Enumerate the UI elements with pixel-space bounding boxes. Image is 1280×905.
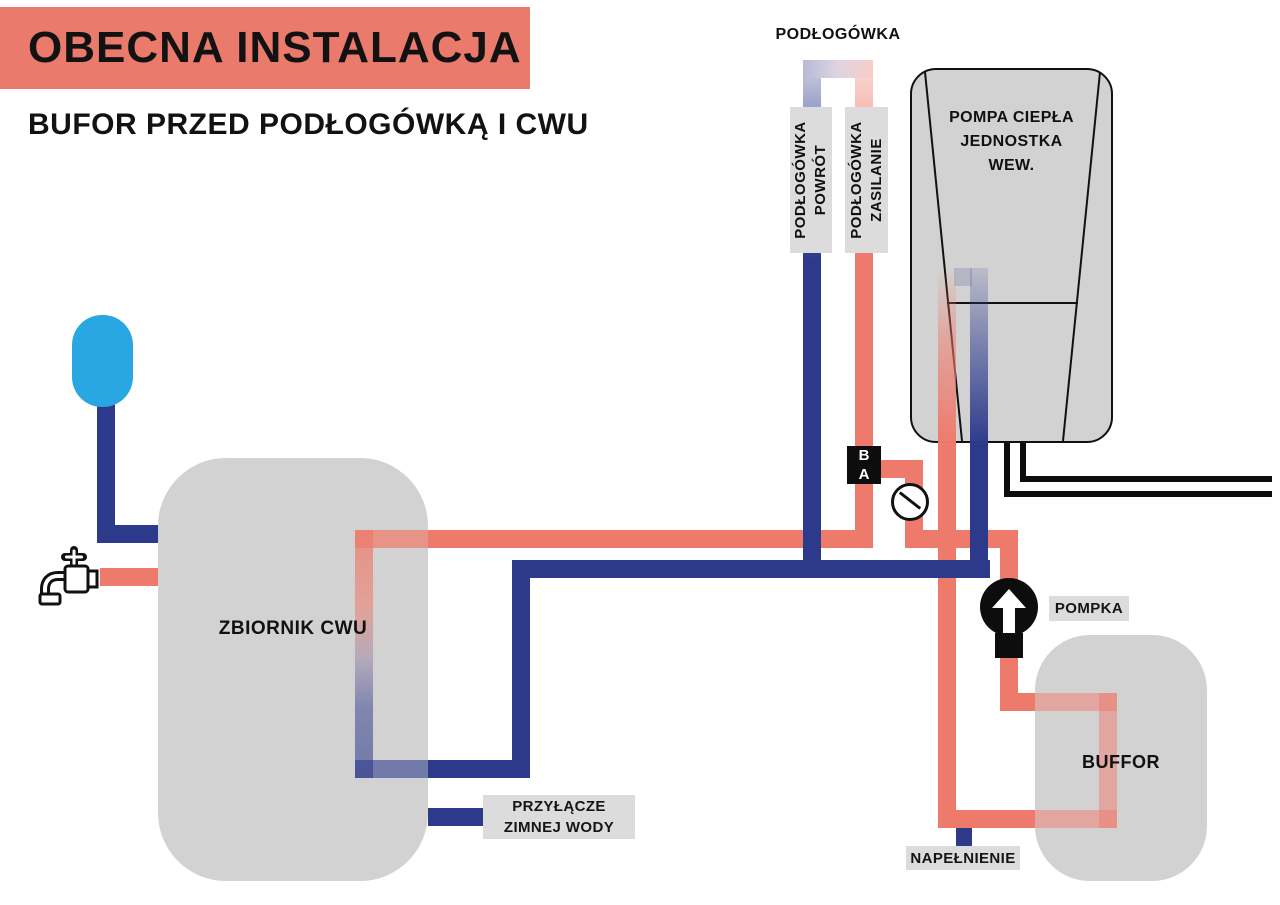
cable-upper-horizontal — [1020, 476, 1272, 482]
tap-pipe — [100, 568, 158, 586]
label-floor-return: PODŁOGÓWKA POWRÓT — [790, 107, 832, 253]
pump-arrow-head-icon — [992, 589, 1026, 608]
expansion-vessel — [72, 315, 133, 407]
cold-water-stub-pipe — [428, 808, 490, 826]
cable-lower-horizontal — [1004, 491, 1272, 497]
page-subtitle: BUFOR PRZED PODŁOGÓWKĄ I CWU — [28, 108, 589, 141]
fill-label: NAPEŁNIENIE — [906, 846, 1020, 870]
vessel-pipe-vertical — [97, 400, 115, 543]
hp-return-pipe-stub — [954, 268, 972, 286]
hp-supply-pipe — [938, 268, 956, 828]
cable-lower-vertical — [1004, 443, 1010, 497]
valve-port-a: A — [858, 466, 870, 483]
pump-arrow-stem-icon — [1003, 606, 1015, 633]
tank-coil-pipe — [355, 530, 373, 778]
vessel-pipe-horizontal — [97, 525, 158, 543]
cable-upper-vertical — [1020, 443, 1026, 482]
title-banner: OBECNA INSTALACJA — [0, 7, 530, 89]
hp-return-pipe — [970, 268, 988, 578]
hot-main-pipe-left — [428, 530, 873, 548]
coil-return-pipe-vertical — [512, 560, 530, 778]
fill-stub-pipe — [956, 828, 972, 848]
floor-loop-bridge-pipe — [803, 60, 873, 78]
buffer-tank-label: BUFFOR — [1082, 752, 1160, 772]
three-way-valve: B A — [847, 446, 881, 484]
floor-heating-header: PODŁOGÓWKA — [775, 26, 901, 43]
label-floor-supply: PODŁOGÓWKA ZASILANIE — [845, 107, 888, 253]
hot-main-pipe-in-tank — [355, 530, 428, 548]
pump-icon-base — [995, 633, 1023, 658]
page-title: OBECNA INSTALACJA — [28, 23, 522, 72]
heat-pump-label: POMPA CIEPŁA JEDNOSTKA WEW. — [949, 109, 1074, 174]
buffer-tank — [1035, 635, 1207, 881]
valve-port-b: B — [858, 447, 870, 464]
coil-return-pipe-in-tank — [355, 760, 428, 778]
cold-main-pipe — [512, 560, 990, 578]
buffer-top-pipe-inside — [1035, 693, 1117, 711]
cold-water-label: PRZYŁĄCZE ZIMNEJ WODY — [483, 795, 635, 839]
hot-main-pipe-right — [905, 530, 1018, 548]
coil-return-pipe-horizontal — [428, 760, 530, 778]
buffer-bottom-pipe — [942, 810, 1035, 828]
pump-label: POMPKA — [1049, 596, 1129, 621]
buffer-top-pipe — [1000, 693, 1035, 711]
buffer-bottom-pipe-inside — [1035, 810, 1117, 828]
tap-icon — [38, 546, 99, 606]
cwu-tank — [158, 458, 428, 881]
buffer-inner-pipe — [1099, 693, 1117, 828]
cwu-tank-label: ZBIORNIK CWU — [218, 618, 368, 639]
